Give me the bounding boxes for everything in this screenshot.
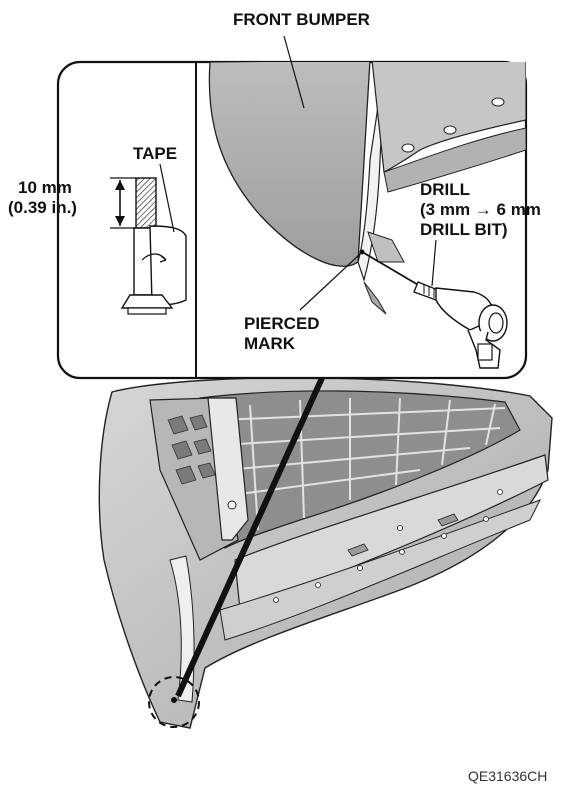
pierced-mark-label-line2: MARK: [244, 334, 295, 353]
drill-label-line2: (3 mm → 6 mm: [420, 200, 541, 219]
bumper-corner-detail: [208, 62, 526, 315]
pierced-mark-leader: [299, 253, 361, 311]
pierced-mark-label-line1: PIERCED: [244, 314, 320, 333]
drill-bit-tape-detail: [110, 163, 187, 315]
drill-leader: [431, 239, 437, 287]
pierced-mark-dot: [171, 697, 177, 703]
front-bumper-leader: [283, 35, 305, 109]
drill-label-line3: DRILL BIT): [420, 220, 508, 239]
detail-panel: [56, 35, 528, 380]
callout-leader: [175, 376, 325, 698]
tape-label: TAPE: [133, 144, 178, 163]
pierced-location-circle: [148, 676, 200, 728]
dimension-in-label: (0.39 in.): [8, 198, 77, 217]
front-bumper-lower-view: [98, 376, 553, 729]
front-bumper-label: FRONT BUMPER: [233, 10, 370, 29]
dimension-mm-label: 10 mm: [18, 178, 72, 197]
drill-tool: [363, 252, 508, 369]
drill-label-line1: DRILL: [420, 180, 471, 199]
figure-code: QE31636CH: [468, 768, 548, 784]
